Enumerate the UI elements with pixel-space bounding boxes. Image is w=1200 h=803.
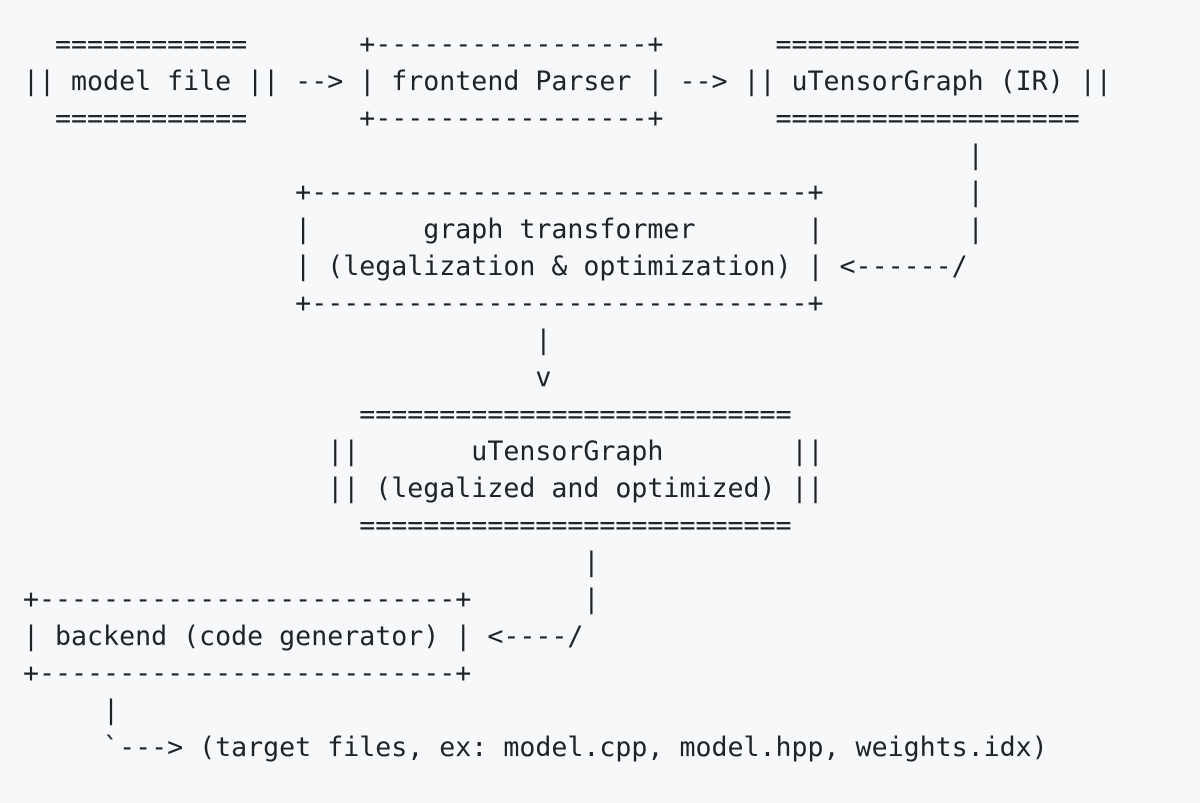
ascii-flow-diagram: ============ +-----------------+ =======… [23,29,1112,763]
